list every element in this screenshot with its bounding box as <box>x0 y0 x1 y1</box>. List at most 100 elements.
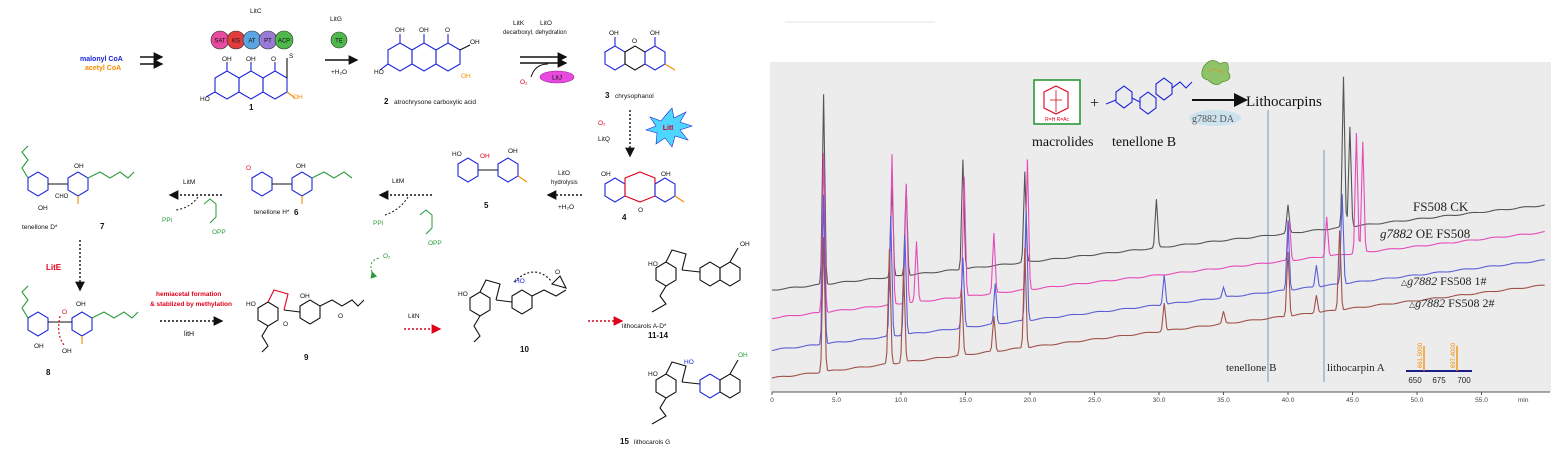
compound-7-number: 7 <box>100 222 105 231</box>
chromatogram-panel: R=H R=Ac macrolides + tenellone B g7882 … <box>760 0 1561 461</box>
water-label-2: +H₂O <box>558 204 574 211</box>
svg-text:OH: OH <box>296 163 306 170</box>
x-axis-unit: min <box>1518 397 1529 404</box>
hydrolysis-label: hydrolysis <box>551 180 578 186</box>
pathway-svg: malonyl CoA acetyl CoA LitC SAT KS AT PT… <box>21 8 750 446</box>
lithocarpins-label: Lithocarpins <box>1246 94 1322 110</box>
svg-text:CHO: CHO <box>55 194 69 200</box>
svg-text:OH: OH <box>246 56 256 63</box>
hemiacetal-label-1: hemiacetal formation <box>156 291 221 298</box>
reaction-scheme: R=H R=Ac macrolides + tenellone B g7882 … <box>1032 60 1322 150</box>
x-tick-label: 35.0 <box>1217 397 1230 404</box>
pathway-scheme: malonyl CoA acetyl CoA LitC SAT KS AT PT… <box>0 0 770 461</box>
svg-text:OH: OH <box>38 205 48 212</box>
lith-label: litH <box>184 331 194 338</box>
enzyme-label: g7882 DA <box>1192 114 1235 125</box>
svg-text:OH: OH <box>34 343 44 350</box>
ms-peak-1-label: 661.5000 <box>1418 342 1424 368</box>
svg-text:O: O <box>338 313 343 320</box>
domain-acp: ACP <box>278 39 290 45</box>
domain-at: AT <box>248 39 256 45</box>
malonyl-coa-label: malonyl CoA <box>80 56 123 63</box>
compound-6-number: 6 <box>294 208 299 217</box>
x-tick-label: 0 <box>770 397 774 404</box>
litk-label: LitK <box>513 20 525 27</box>
te-domain-label: TE <box>335 39 343 45</box>
compound-6-name: tenellone H* <box>254 209 290 216</box>
domain-pt: PT <box>264 39 272 45</box>
compound-10-number: 10 <box>520 345 529 354</box>
svg-text:OH: OH <box>740 241 750 248</box>
opp-label-1: OPP <box>428 240 442 247</box>
svg-text:OH: OH <box>395 27 405 34</box>
svg-text:OH: OH <box>470 39 480 46</box>
litj-label: LitJ <box>552 75 562 82</box>
marker-label-tenellone: tenellone B <box>1226 362 1276 374</box>
trace-label-ck: FS508 CK <box>1413 199 1469 214</box>
o2-label-a: O₂ <box>520 79 528 86</box>
compound-11-number: 11-14 <box>648 331 669 340</box>
svg-text:HO: HO <box>200 96 210 103</box>
trace-g7882-ko-2 <box>771 230 1545 379</box>
compound-1-number: 1 <box>249 103 254 112</box>
x-tick-label: 45.0 <box>1346 397 1359 404</box>
marker-label-lithocarpin: lithocarpin A <box>1327 362 1385 374</box>
pks-domains: SAT KS AT PT ACP <box>210 30 294 50</box>
compound-4-number: 4 <box>622 213 627 222</box>
ms-peak-2-label: 697.4000 <box>1451 342 1457 368</box>
trace-label-ko1: △g7882 FS508 1# <box>1401 274 1487 288</box>
compound-7-structure <box>21 145 135 204</box>
svg-text:HO: HO <box>246 301 256 308</box>
svg-text:O: O <box>638 207 643 214</box>
svg-text:HO: HO <box>648 261 658 268</box>
opp-label-2: OPP <box>212 229 226 236</box>
svg-text:OH: OH <box>293 94 303 101</box>
svg-text:O: O <box>246 165 251 172</box>
lite-label: LitE <box>46 263 62 272</box>
compound-10-structure <box>469 271 568 343</box>
svg-text:S: S <box>289 53 294 60</box>
o2-label-c: O₂ <box>383 253 391 260</box>
macrolide-ring <box>1043 85 1069 115</box>
litn-label: LitN <box>408 313 420 320</box>
compound-3-structure <box>604 37 676 71</box>
litm2-label: LitM <box>183 179 195 186</box>
compound-2-name: atrochrysone carboxylic acid <box>394 99 476 106</box>
compound-5-number: 5 <box>484 201 489 210</box>
compound-9-number: 9 <box>304 353 309 362</box>
compound-4-structure <box>604 171 685 203</box>
litq-label: LitQ <box>598 136 610 143</box>
x-tick-label: 15.0 <box>959 397 972 404</box>
svg-text:OH: OH <box>601 171 611 178</box>
ms-tick-700: 700 <box>1457 376 1471 385</box>
plot-background <box>770 62 1551 392</box>
svg-text:OH: OH <box>222 56 232 63</box>
macrolide-structure-box <box>1033 79 1081 125</box>
compound-5-structure <box>457 157 528 183</box>
svg-text:OH: OH <box>508 148 518 155</box>
te-domain <box>330 31 348 49</box>
macrolides-label: macrolides <box>1032 135 1093 150</box>
mass-spectrum-inset: 661.5000 697.4000 650 675 700 <box>1406 342 1472 385</box>
acetyl-coa-label: acetyl CoA <box>85 65 121 72</box>
decarboxyl-label: decarboxyl, dehydration <box>503 30 567 36</box>
trace-g7882-ko-1 <box>771 194 1545 352</box>
x-tick-label: 25.0 <box>1088 397 1101 404</box>
trace-fs508-ck <box>772 76 1545 291</box>
svg-text:O: O <box>271 56 276 63</box>
compound-11-structure <box>651 247 741 313</box>
compound-11-name: lithocarols A-D* <box>622 323 667 330</box>
x-tick-label: 55.0 <box>1475 397 1488 404</box>
svg-text:HO: HO <box>684 359 694 366</box>
svg-text:OH: OH <box>661 171 671 178</box>
compound-3-number: 3 <box>605 91 610 100</box>
domain-ks: KS <box>232 39 240 45</box>
svg-text:O: O <box>62 309 67 316</box>
water-label-1: +H₂O <box>331 69 347 76</box>
svg-text:OH: OH <box>62 348 72 355</box>
svg-text:O: O <box>445 27 450 34</box>
ppi-label-1: PPi <box>373 220 383 227</box>
x-tick-label: 5.0 <box>832 397 841 404</box>
x-tick-label: 30.0 <box>1153 397 1166 404</box>
